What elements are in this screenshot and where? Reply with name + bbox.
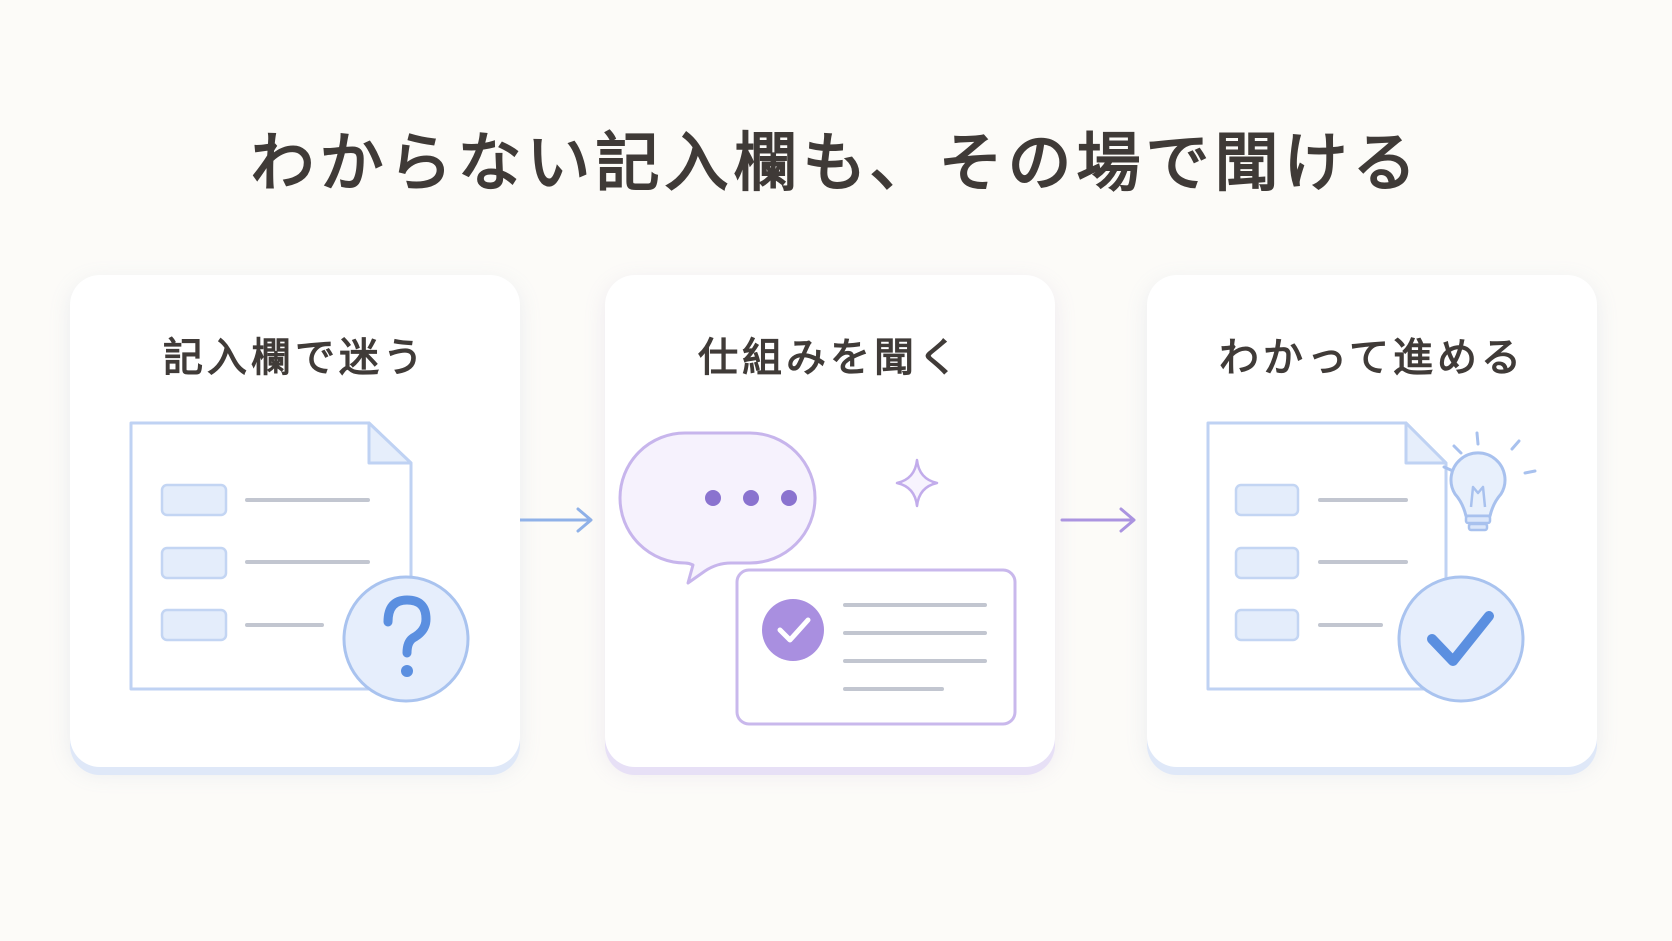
answer-card-icon [735,568,1017,726]
sparkle-icon [895,458,939,508]
step-card-1: 記入欄で迷う [70,275,520,767]
document-question-icon [129,421,470,703]
step-card-2: 仕組みを聞く [605,275,1055,767]
check-circle-icon [1397,575,1525,703]
document-icon [1206,421,1448,691]
arrow-right-icon [1060,507,1136,533]
page-title: わからない記入欄も、その場で聞ける [250,127,1422,201]
speech-bubble-icon [618,431,817,585]
arrow-right-icon [520,507,593,533]
step-1-label: 記入欄で迷う [163,335,427,381]
document-check-icon [1206,421,1537,703]
lightbulb-icon [1442,431,1537,532]
step-3-label: わかって進める [1219,335,1525,381]
chat-answer-icon [618,431,1017,726]
document-icon [129,421,413,691]
step-2-label: 仕組みを聞く [698,335,962,381]
question-icon [342,575,470,703]
step-card-3: わかって進める [1147,275,1597,767]
